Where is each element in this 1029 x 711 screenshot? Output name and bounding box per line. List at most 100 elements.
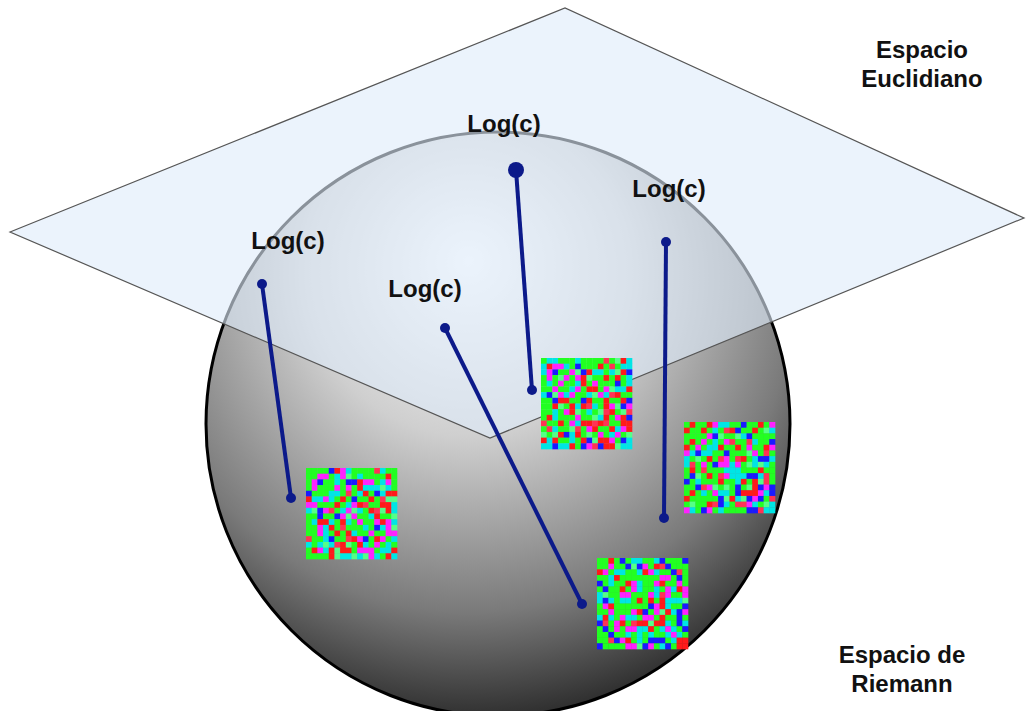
matrix-cell (707, 450, 713, 456)
matrix-cell (614, 598, 620, 604)
matrix-cell (660, 615, 666, 621)
matrix-cell (312, 468, 318, 474)
matrix-cell (547, 375, 553, 381)
matrix-cell (735, 496, 741, 502)
matrix-cell (346, 542, 352, 548)
matrix-cell (380, 496, 386, 502)
matrix-cell (695, 502, 701, 508)
matrix-cell (671, 592, 677, 598)
matrix-cell (608, 558, 614, 564)
matrix-cell (769, 473, 775, 479)
matrix-cell (701, 428, 707, 434)
matrix-cell (707, 422, 713, 428)
matrix-cell (615, 409, 621, 415)
matrix-cell (380, 553, 386, 559)
matrix-cell (329, 536, 335, 542)
matrix-cell (598, 392, 604, 398)
matrix-cell (724, 473, 730, 479)
matrix-cell (631, 626, 637, 632)
matrix-cell (587, 432, 593, 438)
matrix-cell (597, 569, 603, 575)
matrix-cell (677, 569, 683, 575)
matrix-cell (581, 392, 587, 398)
matrix-cell (724, 433, 730, 439)
matrix-cell (581, 364, 587, 370)
matrix-cell (604, 415, 610, 421)
matrix-cell (701, 479, 707, 485)
matrix-cell (625, 564, 631, 570)
matrix-cell (541, 364, 547, 370)
matrix-cell (346, 553, 352, 559)
matrix-cell (654, 638, 660, 644)
matrix-cell (363, 502, 369, 508)
matrix-cell (626, 369, 632, 375)
matrix-cell (581, 381, 587, 387)
matrix-cell (564, 421, 570, 427)
matrix-cell (665, 558, 671, 564)
matrix-cell (323, 542, 329, 548)
matrix-cell (312, 485, 318, 491)
matrix-cell (620, 598, 626, 604)
matrix-cell (724, 445, 730, 451)
matrix-cell (741, 485, 747, 491)
matrix-cell (735, 462, 741, 468)
matrix-cell (575, 415, 581, 421)
matrix-cell (346, 474, 352, 480)
matrix-cell (701, 496, 707, 502)
matrix-cell (621, 386, 627, 392)
matrix-cell (564, 358, 570, 364)
matrix-cell (671, 621, 677, 627)
matrix-cell (369, 514, 375, 520)
matrix-cell (735, 428, 741, 434)
matrix-cell (631, 598, 637, 604)
matrix-cell (386, 531, 392, 537)
matrix-cell (769, 496, 775, 502)
matrix-cell (690, 485, 696, 491)
matrix-cell (603, 592, 609, 598)
matrix-cell (620, 564, 626, 570)
matrix-cell (547, 443, 553, 449)
matrix-cell (631, 575, 637, 581)
matrix-cell (671, 638, 677, 644)
matrix-cell (660, 626, 666, 632)
matrix-cell (614, 609, 620, 615)
matrix-cell (615, 392, 621, 398)
matrix-cell (665, 581, 671, 587)
matrix-cell (312, 525, 318, 531)
matrix-cell (730, 456, 736, 462)
matrix-cell (682, 621, 688, 627)
euclidean-plane (10, 8, 1024, 438)
matrix-cell (604, 375, 610, 381)
matrix-cell (654, 609, 660, 615)
matrix-cell (334, 496, 340, 502)
matrix-cell (312, 536, 318, 542)
matrix-cell (587, 409, 593, 415)
matrix-cell (747, 445, 753, 451)
matrix-cell (677, 564, 683, 570)
matrix-cell (541, 398, 547, 404)
matrix-cell (701, 473, 707, 479)
matrix-cell (637, 632, 643, 638)
matrix-cell (625, 558, 631, 564)
matrix-cell (741, 456, 747, 462)
matrix-cell (626, 432, 632, 438)
matrix-cell (631, 643, 637, 649)
matrix-cell (592, 421, 598, 427)
matrix-cell (625, 615, 631, 621)
matrix-cell (340, 468, 346, 474)
matrix-cell (597, 632, 603, 638)
matrix-cell (598, 386, 604, 392)
matrix-cell (391, 508, 397, 514)
matrix-cell (552, 404, 558, 410)
matrix-cell (587, 404, 593, 410)
matrix-cell (718, 468, 724, 474)
matrix-cell (758, 422, 764, 428)
matrix-cell (329, 553, 335, 559)
matrix-cell (352, 514, 358, 520)
matrix-cell (317, 468, 323, 474)
matrix-cell (603, 615, 609, 621)
matrix-cell (625, 638, 631, 644)
matrix-cell (547, 421, 553, 427)
matrix-cell (690, 490, 696, 496)
